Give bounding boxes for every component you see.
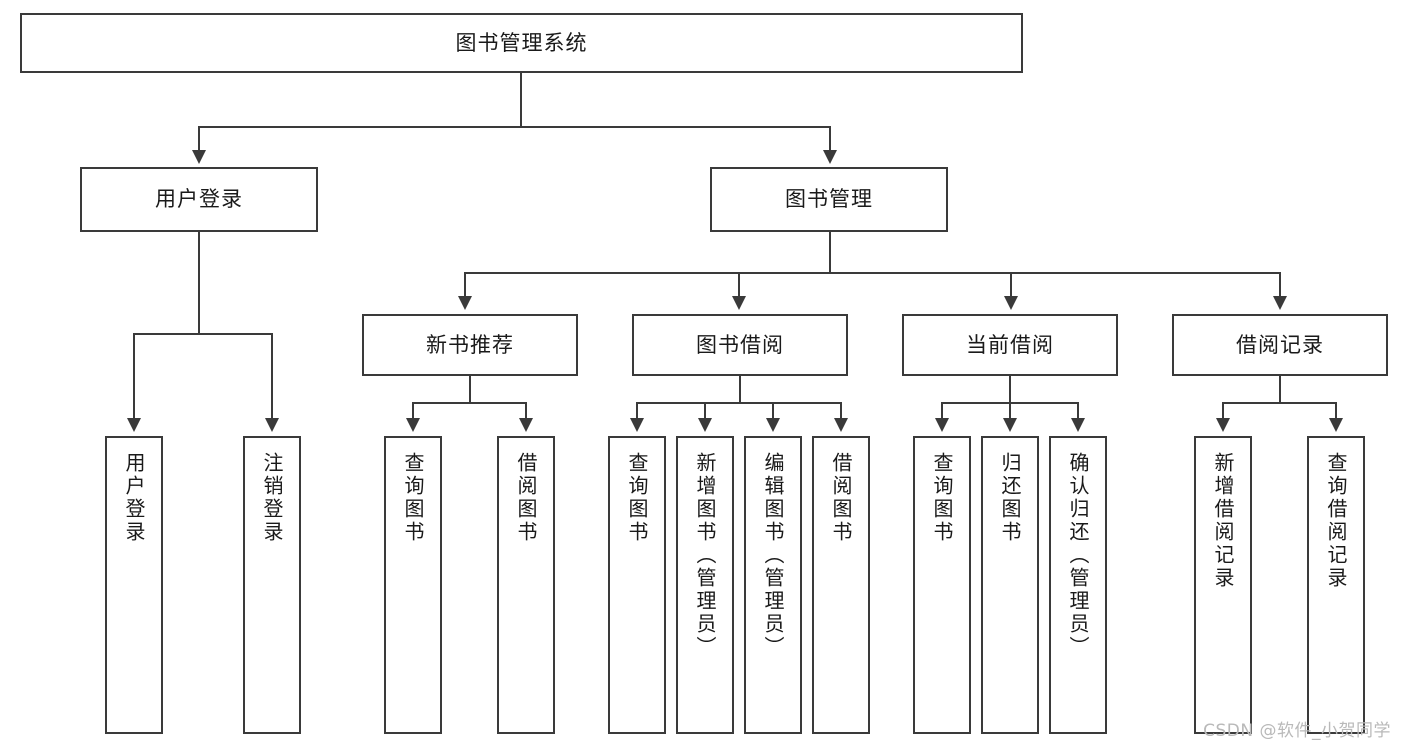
node-book-management[interactable]: 图书管理 — [710, 167, 948, 232]
edge-user-login-to-leaf-2 — [271, 333, 273, 420]
node-label: 借阅图书 — [514, 452, 538, 544]
arrow-book-manage-to-current — [1004, 296, 1018, 310]
arrow-current-borrow-to-leaf-1 — [935, 418, 949, 432]
edge-current-borrow-to-leaf-3 — [1077, 402, 1079, 420]
node-label: 查询借阅记录 — [1324, 452, 1348, 590]
arrow-book-borrow-to-leaf-1 — [630, 418, 644, 432]
node-root-system[interactable]: 图书管理系统 — [20, 13, 1023, 73]
edge-user-login-to-leaf-1 — [133, 333, 135, 420]
arrow-book-borrow-to-leaf-3 — [766, 418, 780, 432]
arrow-root-to-user-login — [192, 150, 206, 164]
edge-book-manage-to-borrow — [738, 272, 740, 298]
arrow-book-borrow-to-leaf-4 — [834, 418, 848, 432]
node-label: 借阅记录 — [1236, 332, 1324, 357]
leaf-new-book-borrow[interactable]: 借阅图书 — [497, 436, 555, 734]
edge-current-borrow-to-leaf-2 — [1009, 402, 1011, 420]
node-current-borrow[interactable]: 当前借阅 — [902, 314, 1118, 376]
edge-book-manage-to-new-book — [464, 272, 466, 298]
node-label: 用户登录 — [155, 187, 243, 212]
edge-new-book-to-leaf-2 — [525, 402, 527, 420]
leaf-current-borrow-query[interactable]: 查询图书 — [913, 436, 971, 734]
node-label: 借阅图书 — [829, 452, 853, 544]
arrow-root-to-book-manage — [823, 150, 837, 164]
edge-root-stem — [520, 73, 522, 127]
node-label: 新增图书（管理员） — [693, 452, 717, 659]
leaf-borrow-record-query[interactable]: 查询借阅记录 — [1307, 436, 1365, 734]
node-label: 归还图书 — [998, 452, 1022, 544]
csdn-watermark: CSDN @软件_小贺同学 — [1203, 721, 1391, 741]
leaf-book-borrow-edit[interactable]: 编辑图书（管理员） — [744, 436, 802, 734]
edge-new-book-stem — [469, 376, 471, 403]
edge-book-borrow-to-leaf-3 — [772, 402, 774, 420]
edge-book-borrow-bus — [636, 402, 842, 404]
arrow-user-login-to-leaf-1 — [127, 418, 141, 432]
edge-book-borrow-to-leaf-4 — [840, 402, 842, 420]
node-label: 图书借阅 — [696, 332, 784, 357]
node-label: 查询图书 — [401, 452, 425, 544]
node-label: 编辑图书（管理员） — [761, 452, 785, 659]
node-label: 新增借阅记录 — [1211, 452, 1235, 590]
edge-user-login-bus — [133, 333, 272, 335]
leaf-borrow-record-add[interactable]: 新增借阅记录 — [1194, 436, 1252, 734]
edge-new-book-bus — [412, 402, 526, 404]
edge-current-borrow-stem — [1009, 376, 1011, 403]
arrow-current-borrow-to-leaf-2 — [1003, 418, 1017, 432]
edge-book-borrow-to-leaf-1 — [636, 402, 638, 420]
node-book-borrow[interactable]: 图书借阅 — [632, 314, 848, 376]
node-new-book-recommend[interactable]: 新书推荐 — [362, 314, 578, 376]
edge-book-manage-bus — [464, 272, 1280, 274]
node-label: 新书推荐 — [426, 332, 514, 357]
edge-borrow-record-to-leaf-1 — [1222, 402, 1224, 420]
edge-book-manage-stem — [829, 232, 831, 273]
edge-root-bus — [198, 126, 831, 128]
edge-user-login-stem — [198, 232, 200, 333]
arrow-borrow-record-to-leaf-2 — [1329, 418, 1343, 432]
edge-borrow-record-stem — [1279, 376, 1281, 403]
arrow-book-manage-to-record — [1273, 296, 1287, 310]
node-label: 注销登录 — [260, 452, 284, 544]
leaf-current-borrow-confirm-return[interactable]: 确认归还（管理员） — [1049, 436, 1107, 734]
node-label: 当前借阅 — [966, 332, 1054, 357]
leaf-new-book-query[interactable]: 查询图书 — [384, 436, 442, 734]
node-label: 图书管理系统 — [455, 30, 588, 55]
node-user-login[interactable]: 用户登录 — [80, 167, 318, 232]
edge-borrow-record-bus — [1222, 402, 1336, 404]
edge-root-to-book-manage — [829, 126, 831, 152]
arrow-new-book-to-leaf-2 — [519, 418, 533, 432]
arrow-new-book-to-leaf-1 — [406, 418, 420, 432]
edge-new-book-to-leaf-1 — [412, 402, 414, 420]
edge-borrow-record-to-leaf-2 — [1335, 402, 1337, 420]
leaf-book-borrow-borrow[interactable]: 借阅图书 — [812, 436, 870, 734]
leaf-book-borrow-query[interactable]: 查询图书 — [608, 436, 666, 734]
edge-book-borrow-to-leaf-2 — [704, 402, 706, 420]
arrow-book-manage-to-borrow — [732, 296, 746, 310]
node-label: 查询图书 — [625, 452, 649, 544]
edge-current-borrow-to-leaf-1 — [941, 402, 943, 420]
leaf-current-borrow-return[interactable]: 归还图书 — [981, 436, 1039, 734]
node-label: 用户登录 — [122, 452, 146, 544]
leaf-user-login-logout[interactable]: 注销登录 — [243, 436, 301, 734]
leaf-user-login-login[interactable]: 用户登录 — [105, 436, 163, 734]
arrow-current-borrow-to-leaf-3 — [1071, 418, 1085, 432]
node-borrow-record[interactable]: 借阅记录 — [1172, 314, 1388, 376]
edge-book-borrow-stem — [739, 376, 741, 403]
arrow-borrow-record-to-leaf-1 — [1216, 418, 1230, 432]
edge-book-manage-to-current — [1010, 272, 1012, 298]
arrow-book-manage-to-new-book — [458, 296, 472, 310]
leaf-book-borrow-add[interactable]: 新增图书（管理员） — [676, 436, 734, 734]
arrow-user-login-to-leaf-2 — [265, 418, 279, 432]
node-label: 图书管理 — [785, 187, 873, 212]
node-label: 查询图书 — [930, 452, 954, 544]
edge-root-to-user-login — [198, 126, 200, 152]
edge-book-manage-to-record — [1279, 272, 1281, 298]
arrow-book-borrow-to-leaf-2 — [698, 418, 712, 432]
node-label: 确认归还（管理员） — [1066, 452, 1090, 659]
